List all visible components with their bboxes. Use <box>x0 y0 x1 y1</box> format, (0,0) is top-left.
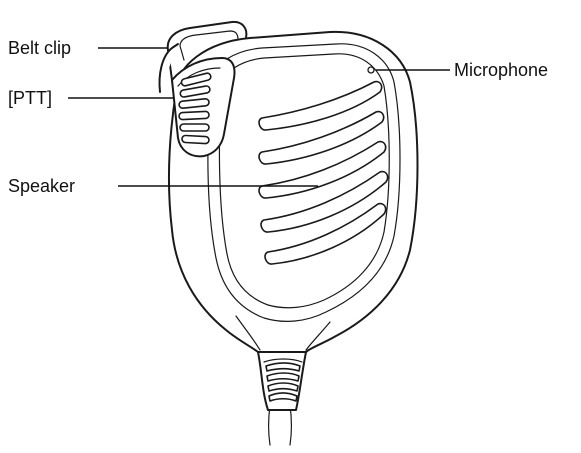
ptt-label: [PTT] <box>8 88 52 108</box>
strain-relief <box>258 352 306 410</box>
belt-clip-label: Belt clip <box>8 38 71 58</box>
speaker-label: Speaker <box>8 176 75 196</box>
microphone-hole <box>368 67 374 73</box>
microphone-label: Microphone <box>454 60 548 80</box>
